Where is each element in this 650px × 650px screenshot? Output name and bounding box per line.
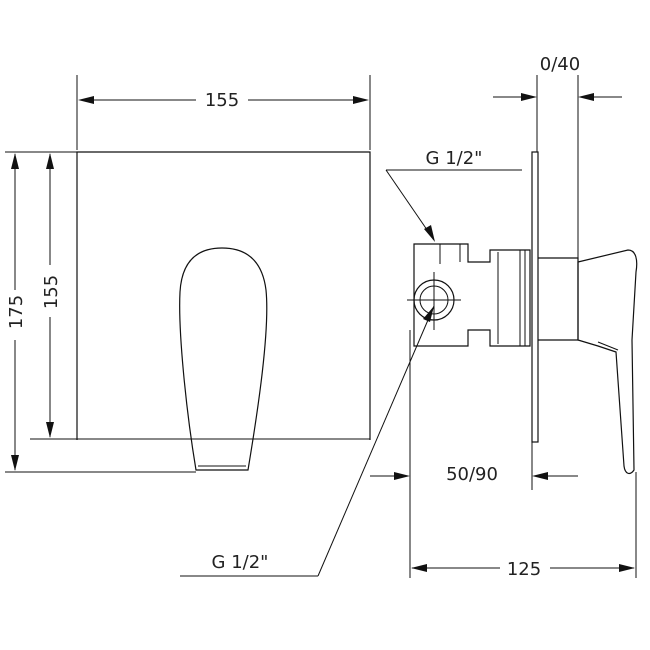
label-wall-adjust: 0/40 bbox=[540, 54, 580, 75]
side-lever bbox=[577, 249, 638, 475]
label-front-height-outer: 175 bbox=[6, 295, 27, 329]
dimension-embed-depth: 50/90 bbox=[370, 330, 578, 490]
label-front-width: 155 bbox=[205, 90, 239, 111]
side-view bbox=[407, 151, 638, 475]
label-total-depth: 125 bbox=[507, 559, 541, 580]
leader-thread-bottom: G 1/2" bbox=[180, 305, 435, 577]
label-thread-bottom: G 1/2" bbox=[212, 552, 269, 573]
valve-body bbox=[413, 243, 531, 347]
dimension-total-depth: 125 bbox=[409, 472, 637, 580]
label-front-height-inner: 155 bbox=[41, 275, 62, 309]
lever-handle bbox=[179, 247, 268, 471]
label-thread-top: G 1/2" bbox=[426, 148, 483, 169]
cartridge-cover bbox=[538, 257, 579, 341]
dimension-front-height-outer: 175 bbox=[3, 151, 196, 473]
wall-plate-profile bbox=[531, 151, 539, 443]
dimension-wall-adjust: 0/40 bbox=[493, 54, 622, 258]
dimension-front-width: 155 bbox=[76, 75, 371, 150]
dimension-front-height-inner: 155 bbox=[38, 153, 62, 438]
cover-plate-outline bbox=[76, 151, 371, 440]
leader-thread-top: G 1/2" bbox=[385, 148, 522, 242]
label-embed-depth: 50/90 bbox=[446, 464, 498, 485]
front-view bbox=[30, 151, 371, 471]
